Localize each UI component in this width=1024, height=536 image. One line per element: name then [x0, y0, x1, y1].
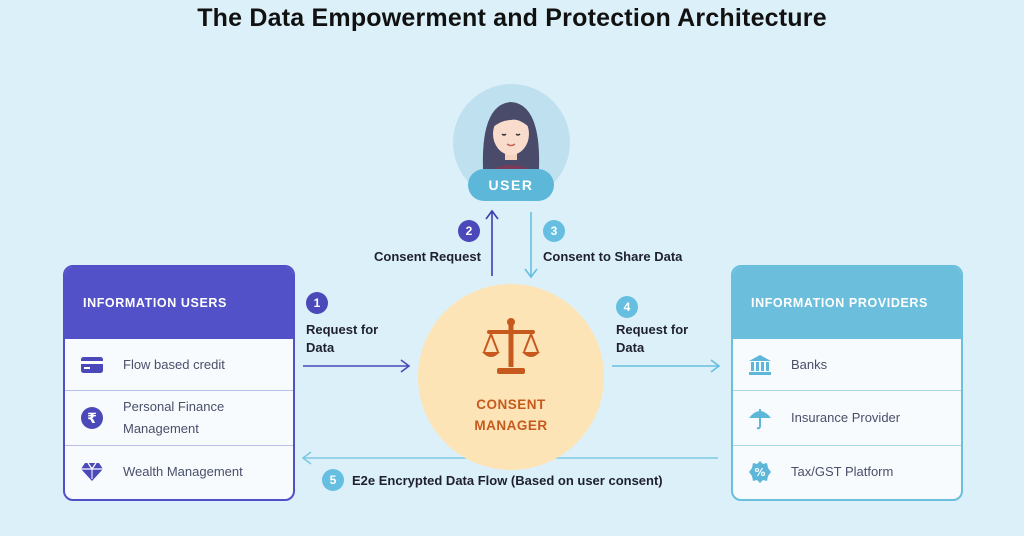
diamond-icon: [79, 459, 105, 485]
step-1-line1: Request for: [306, 322, 379, 337]
info-user-label: Flow based credit: [123, 356, 225, 372]
step-5-badge: 5: [322, 469, 344, 491]
info-user-item-wealth: Wealth Management: [65, 445, 293, 497]
info-provider-item-insurance: Insurance Provider: [733, 390, 961, 445]
credit-card-icon: [79, 352, 105, 378]
step-4-badge: 4: [616, 296, 638, 318]
info-provider-label: Banks: [791, 356, 828, 372]
rupee-icon: ₹: [79, 405, 105, 431]
info-provider-item-banks: Banks: [733, 339, 961, 390]
arrow-consent-share-down: [524, 212, 538, 279]
step-2-label: Consent Request: [374, 249, 481, 264]
info-provider-item-tax: % Tax/GST Platform: [733, 445, 961, 497]
info-provider-label: Insurance Provider: [791, 410, 901, 425]
arrow-request-to-providers: [612, 359, 721, 373]
information-users-panel: INFORMATION USERS Flow based credit ₹ Pe…: [63, 265, 295, 501]
scales-of-justice-icon: [482, 318, 540, 374]
umbrella-icon: [747, 405, 773, 431]
diagram-title: The Data Empowerment and Protection Arch…: [197, 4, 827, 32]
consent-manager-circle: [418, 284, 604, 470]
info-provider-label: Tax/GST Platform: [791, 463, 894, 479]
info-user-item-credit: Flow based credit: [65, 339, 293, 390]
user-label-pill: USER: [468, 169, 554, 201]
percent-badge-icon: %: [747, 459, 773, 485]
step-2-badge: 2: [458, 220, 480, 242]
svg-text:₹: ₹: [87, 411, 97, 427]
step-1-line2: Data: [306, 340, 335, 355]
information-providers-header: INFORMATION PROVIDERS: [733, 267, 961, 339]
step-1-badge: 1: [306, 292, 328, 314]
consent-manager-line1: CONSENT: [476, 397, 546, 412]
step-4-line2: Data: [616, 340, 645, 355]
info-user-item-finance: ₹ Personal Finance Management: [65, 390, 293, 445]
bank-icon: [747, 352, 773, 378]
step-1-label: Request for Data: [306, 321, 378, 357]
info-user-label: Personal Finance Management: [123, 399, 225, 436]
step-5-label: E2e Encrypted Data Flow (Based on user c…: [352, 473, 663, 488]
consent-manager-label: CONSENT MANAGER: [418, 394, 604, 436]
svg-text:%: %: [754, 466, 765, 479]
arrow-request-to-consent-manager: [303, 359, 411, 373]
step-3-label: Consent to Share Data: [543, 249, 683, 264]
information-providers-panel: INFORMATION PROVIDERS Banks Insurance Pr…: [731, 265, 963, 501]
step-4-line1: Request for: [616, 322, 689, 337]
arrow-consent-request-up: [485, 209, 499, 276]
step-4-label: Request for Data: [616, 321, 688, 357]
step-3-badge: 3: [543, 220, 565, 242]
information-users-header: INFORMATION USERS: [65, 267, 293, 339]
info-user-label: Wealth Management: [123, 463, 243, 479]
consent-manager-line2: MANAGER: [474, 418, 548, 433]
